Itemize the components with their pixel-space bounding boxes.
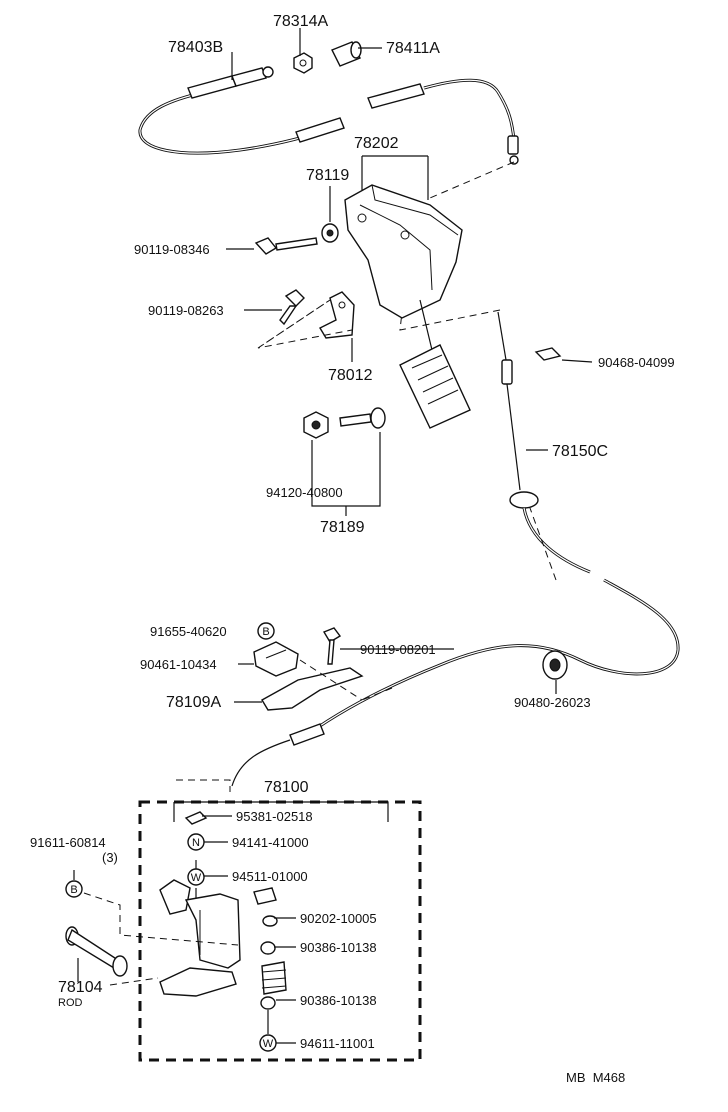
marker-b-top-label: B <box>262 626 269 638</box>
label-78202: 78202 <box>354 135 399 152</box>
label-78189: 78189 <box>320 519 365 536</box>
label-78403b: 78403B <box>168 39 223 56</box>
marker-w-1: W <box>187 868 205 886</box>
label-78104: 78104 <box>58 979 103 996</box>
footer-code: MB M468 <box>566 1070 625 1085</box>
label-94120-40800: 94120-40800 <box>266 485 343 500</box>
accelerator-cable-78150c <box>231 311 680 787</box>
throttle-linkage <box>65 811 287 1010</box>
accelerator-pedal <box>399 299 471 429</box>
marker-b-left: B <box>65 880 83 898</box>
label-90480-26023: 90480-26023 <box>514 695 591 710</box>
marker-b-top: B <box>257 622 275 640</box>
label-90386-10138-a: 90386-10138 <box>300 940 377 955</box>
label-90202-10005: 90202-10005 <box>300 911 377 926</box>
label-91655-40620: 91655-40620 <box>150 624 227 639</box>
label-91611-60814: 91611-60814 <box>30 835 106 850</box>
marker-w-2-label: W <box>263 1038 274 1050</box>
cap-78411a <box>331 41 362 67</box>
label-78109a: 78109A <box>166 694 221 711</box>
label-90386-10138-b: 90386-10138 <box>300 993 377 1008</box>
clip-90468-04099 <box>534 347 562 361</box>
label-94511-01000: 94511-01000 <box>232 869 308 884</box>
label-78411a: 78411A <box>386 40 440 57</box>
washer-78119 <box>321 223 339 243</box>
bolt-90119-08263 <box>279 289 305 326</box>
label-90461-10434: 90461-10434 <box>140 657 217 672</box>
marker-w-1-label: W <box>191 872 202 884</box>
nut-94120-40800 <box>303 411 329 439</box>
bracket-78012 <box>319 291 355 339</box>
label-78150c: 78150C <box>552 443 608 460</box>
grommet-90480-26023 <box>542 650 568 680</box>
label-78314a: 78314A <box>273 13 328 30</box>
marker-b-left-label: B <box>70 884 77 896</box>
label-78012: 78012 <box>328 367 373 384</box>
pedal-bracket-78202 <box>344 184 463 319</box>
label-95381-02518: 95381-02518 <box>236 809 313 824</box>
nut-78314a <box>293 52 313 74</box>
label-94141-41000: 94141-41000 <box>232 835 309 850</box>
throttle-cable-top <box>138 66 519 165</box>
assembly-78100-box <box>138 800 422 1062</box>
label-qty-3: (3) <box>102 850 118 865</box>
clamp-90461-10434 <box>253 641 299 677</box>
bolt-90119-08201 <box>322 627 342 665</box>
marker-n: N <box>187 833 205 851</box>
bracket-78109a <box>261 667 364 711</box>
marker-w-2: W <box>259 1034 277 1052</box>
label-90119-08201: 90119-08201 <box>360 642 436 657</box>
label-94611-11001: 94611-11001 <box>300 1036 375 1051</box>
label-90468-04099: 90468-04099 <box>598 355 675 370</box>
label-78119: 78119 <box>306 167 349 184</box>
label-90119-08346: 90119-08346 <box>134 242 210 257</box>
bolt-90119-08346 <box>254 237 318 255</box>
leader-lines <box>73 28 593 1044</box>
bolt-78189 <box>339 407 386 429</box>
label-90119-08263: 90119-08263 <box>148 303 224 318</box>
label-rod: ROD <box>58 997 83 1009</box>
marker-n-label: N <box>192 837 200 849</box>
dashed-relation-lines <box>83 161 557 986</box>
label-78100: 78100 <box>264 779 309 796</box>
